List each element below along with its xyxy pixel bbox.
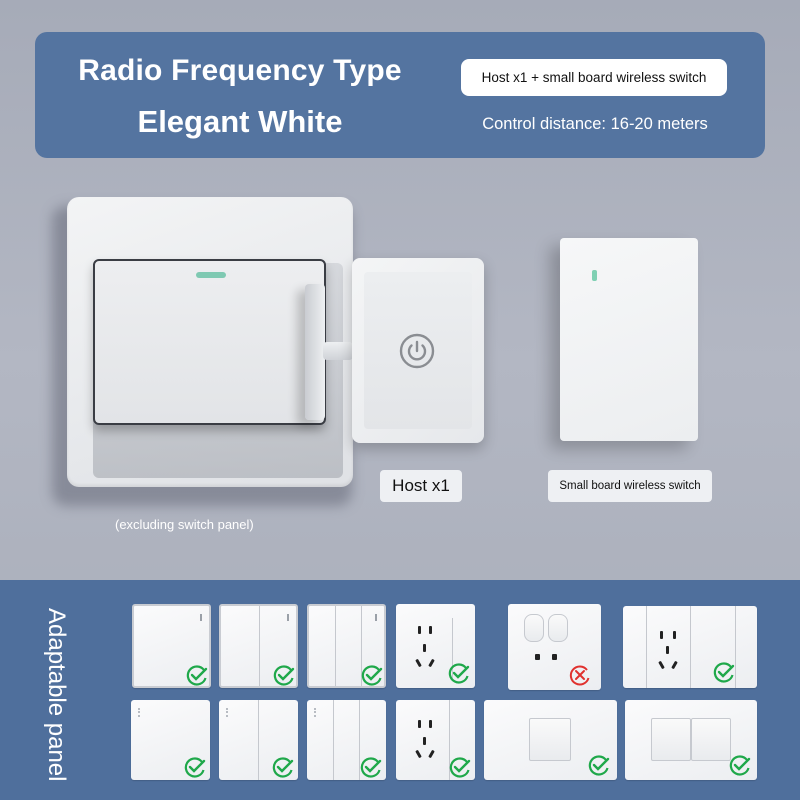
panel-2gang (219, 604, 298, 688)
exclusion-note: (excluding switch panel) (115, 517, 254, 532)
host-module (352, 258, 484, 443)
check-icon (449, 757, 471, 778)
host-label: Host x1 (380, 470, 462, 502)
panel-3gang-flat (307, 700, 386, 780)
check-icon (272, 757, 294, 778)
panel-3gang (307, 604, 386, 688)
indicator-led (592, 270, 597, 281)
control-distance-text: Control distance: 16-20 meters (482, 115, 708, 133)
section-label: Adaptable panel (43, 608, 70, 782)
small-switch-label: Small board wireless switch (548, 470, 712, 502)
rocker-switch (93, 259, 326, 425)
package-contents-pill: Host x1 + small board wireless switch (461, 59, 727, 96)
panel-wide-2gang (625, 700, 757, 780)
actuator-clip (305, 284, 325, 420)
small-board-wireless-switch (560, 238, 698, 441)
check-icon (588, 755, 610, 776)
panel-1gang-flat (131, 700, 210, 780)
title-line-1: Radio Frequency Type (78, 54, 402, 87)
panel-wide-socket-switch (623, 606, 757, 688)
check-icon (273, 665, 295, 686)
indicator-led (200, 614, 202, 621)
check-icon (186, 665, 208, 686)
indicator-led (287, 614, 289, 621)
panel-1gang (132, 604, 211, 688)
cross-icon (569, 665, 590, 686)
indicator-led (375, 614, 377, 621)
check-icon (448, 663, 470, 684)
indicator-led (196, 272, 226, 278)
panel-socket-side-strip (396, 700, 475, 780)
actuator-link (323, 342, 353, 360)
check-icon (729, 755, 751, 776)
check-icon (361, 665, 383, 686)
power-icon (399, 333, 435, 369)
panel-2gang-flat (219, 700, 298, 780)
header-banner: Radio Frequency Type Elegant White Host … (35, 32, 765, 158)
check-icon (713, 662, 735, 683)
panel-wide-1gang (484, 700, 617, 780)
check-icon (360, 757, 382, 778)
panel-toggle-socket (508, 604, 601, 690)
title-line-2: Elegant White (137, 104, 343, 139)
check-icon (184, 757, 206, 778)
panel-socket-side-switch (396, 604, 475, 688)
